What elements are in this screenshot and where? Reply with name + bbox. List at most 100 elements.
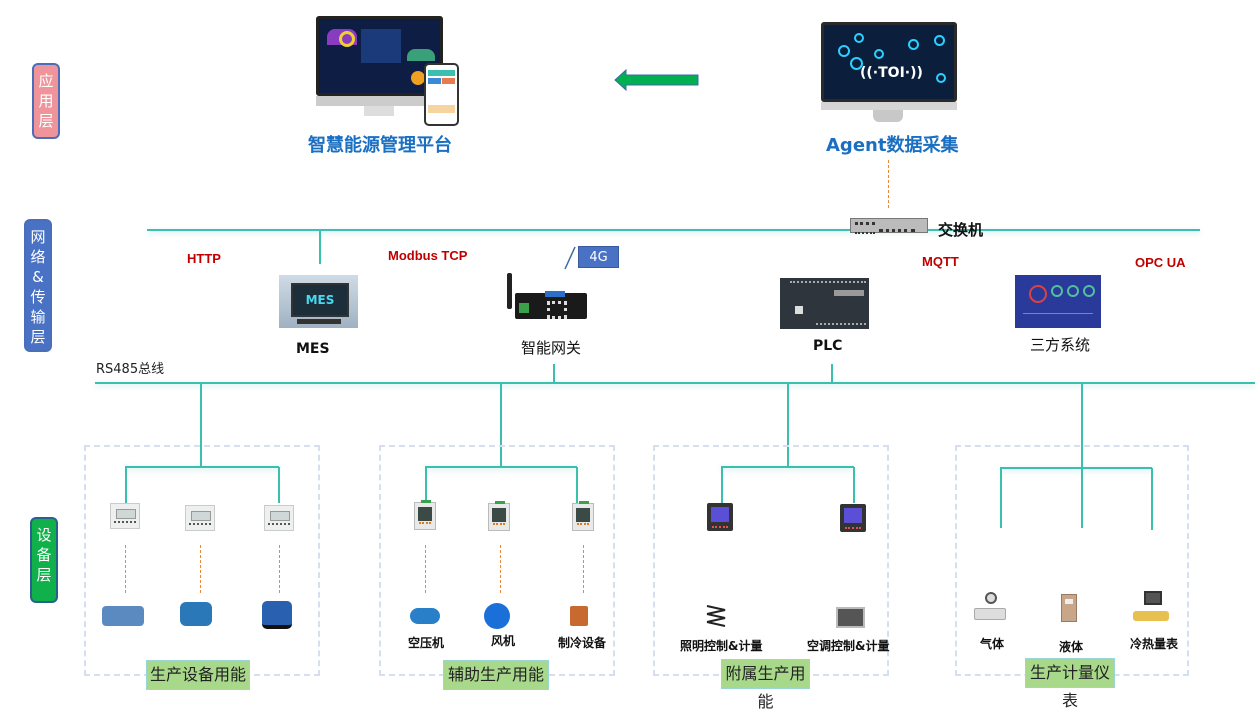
layer-char: 层 [36,566,52,584]
lighting-icon [705,602,729,628]
layer-char: 层 [38,112,54,130]
layer-char: 备 [36,546,52,564]
branch-drop [853,467,855,503]
platform-title: 智慧能源管理平台 [308,135,452,156]
group-3-branch-line [721,466,854,468]
device-label-lighting: 照明控制&计量 [680,639,763,653]
branch-drop [125,467,127,503]
energy-meter-icon [264,505,294,531]
device-label-liquid: 液体 [1059,640,1084,654]
protocol-mqtt: MQTT [922,254,959,269]
branch-drop [1000,468,1002,528]
branch-drop [1151,468,1153,530]
protocol-opc-ua: OPC UA [1135,255,1186,270]
power-meter-icon [572,501,594,531]
multifunction-meter-icon [840,504,866,532]
layer-tag-device: 设 备 层 [30,517,58,603]
group-label-production: 生产设备用能 [146,660,250,690]
layer-char: 络 [30,248,46,266]
group-1-drop [200,383,202,467]
layer-char: & [32,268,44,286]
phone-icon [424,63,459,126]
energy-platform-image [316,16,461,126]
group-2-drop [500,383,502,467]
liquid-flowmeter-icon [1061,594,1077,622]
gateway-router-icon [505,273,591,323]
group-box-production [84,445,320,676]
air-compressor-icon [410,608,440,624]
device-label-fan: 风机 [491,634,516,648]
multifunction-meter-icon [707,503,733,531]
meter-link [200,545,201,593]
gateway-bus-connector [553,364,555,382]
agent-title: Agent数据采集 [826,135,959,156]
device-label-air-compressor: 空压机 [408,636,445,650]
compressor-unit-icon [262,601,292,629]
layer-char: 网 [30,228,46,246]
refrigeration-icon [570,606,588,626]
branch-drop [278,467,280,503]
branch-drop [425,467,427,503]
group-label-ancillary: 附属生产用能 [721,659,810,711]
gas-flowmeter-icon [974,592,1006,622]
gateway-label: 智能网关 [521,339,582,357]
switch-label: 交换机 [938,221,984,239]
third-party-dashboard-icon [1015,275,1101,328]
group-2-branch-line [425,466,577,468]
meter-link [500,545,501,593]
heat-meter-icon [1133,591,1169,625]
agent-to-switch-link [888,160,889,208]
energy-meter-icon [185,505,215,531]
energy-meter-icon [110,503,140,529]
monitor-icon [316,16,443,96]
monitor-icon: ((·TOI·)) [821,22,957,102]
meter-link [125,545,126,593]
protocol-http: HTTP [187,251,221,266]
layer-tag-application: 应 用 层 [32,63,60,139]
4g-link-line [564,246,576,270]
device-label-refrigeration: 制冷设备 [558,636,607,650]
protocol-modbus-tcp: Modbus TCP [388,248,468,263]
rs485-bus-line [95,382,1255,384]
device-label-gas: 气体 [980,637,1005,651]
motor-icon [180,602,212,626]
agent-monitor-image: ((·TOI·)) [821,22,957,126]
meter-link [583,545,584,593]
plc-bus-connector [831,364,833,382]
branch-drop [576,467,578,503]
data-flow-arrow-icon [614,68,699,92]
layer-char: 传 [30,288,46,306]
device-label-air-conditioning: 空调控制&计量 [807,639,890,653]
group-label-auxiliary: 辅助生产用能 [443,660,549,690]
meter-link [425,545,426,593]
4g-badge: 4G [578,246,619,268]
plc-label: PLC [813,338,843,354]
plc-icon [780,278,869,329]
group-4-branch-line [1000,467,1152,469]
layer-char: 输 [30,308,46,326]
pump-icon [102,606,144,626]
air-conditioner-icon [836,607,865,628]
power-meter-icon [488,501,510,531]
group-1-branch-line [125,466,279,468]
group-4-drop [1081,383,1083,528]
layer-char: 用 [38,92,54,110]
power-meter-icon [414,500,436,530]
network-backbone-line [147,229,1200,231]
meter-link [279,545,280,593]
layer-char: 设 [36,526,52,544]
mes-screen-icon: MES [279,275,358,328]
third-party-label: 三方系统 [1030,336,1091,354]
device-label-heat-meter: 冷热量表 [1130,637,1179,651]
layer-char: 应 [38,72,54,90]
mes-connector-line [319,230,321,264]
layer-tag-network: 网 络 & 传 输 层 [24,219,52,352]
branch-drop [721,467,723,503]
mes-label: MES [296,341,330,357]
fan-icon [484,603,510,629]
rs485-bus-label: RS485总线 [96,362,165,377]
toi-text: ((·TOI·)) [860,65,923,81]
group-3-drop [787,383,789,467]
layer-char: 层 [30,328,46,346]
group-label-metering: 生产计量仪表 [1025,658,1115,710]
